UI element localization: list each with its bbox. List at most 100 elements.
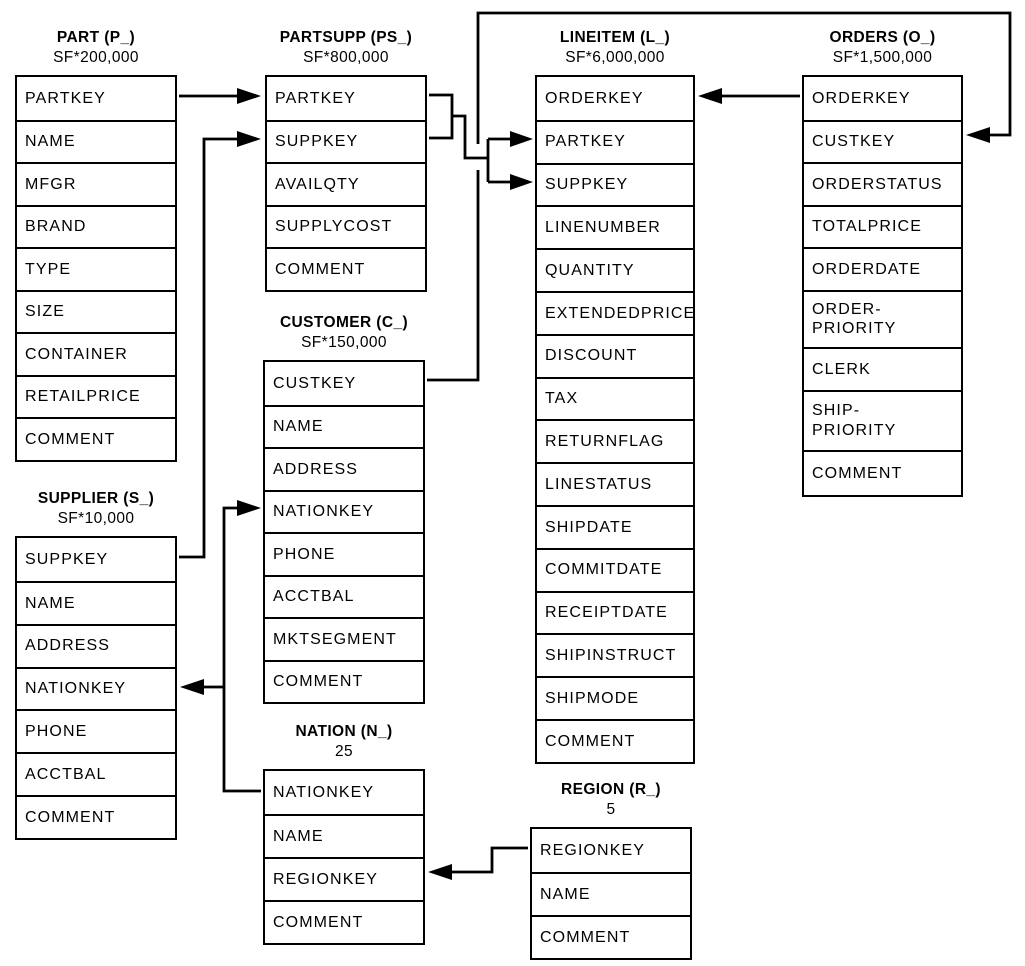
column-row-suppkey: SUPPKEY xyxy=(537,162,693,206)
column-row-acctbal: ACCTBAL xyxy=(17,752,175,795)
table-partsupp-title: PARTSUPP (PS_) xyxy=(279,29,413,46)
table-partsupp: PARTSUPP (PS_) SF*800,000 PARTKEY SUPPKEY… xyxy=(265,28,427,292)
table-orders: ORDERS (O_) SF*1,500,000 ORDERKEY CUSTKEY… xyxy=(802,28,963,497)
column-row-quantity: QUANTITY xyxy=(537,248,693,291)
column-row-type: TYPE xyxy=(17,247,175,290)
arrowhead xyxy=(428,864,452,880)
column-row-suppkey: SUPPKEY xyxy=(267,119,425,163)
column-row-totalprice: TOTALPRICE xyxy=(804,204,961,248)
column-row-orderkey: ORDERKEY xyxy=(545,89,644,107)
table-region-cardinality: 5 xyxy=(606,801,616,818)
column-row-commitdate: COMMITDATE xyxy=(537,547,693,591)
arrow-region-nation xyxy=(452,846,528,874)
table-part-title: PART (P_) xyxy=(56,29,136,46)
column-row-partkey: PARTKEY xyxy=(537,119,693,163)
arrowhead xyxy=(698,88,722,104)
column-row-partkey: PARTKEY xyxy=(275,89,356,107)
arrow-customer-orders xyxy=(427,11,1012,382)
column-row-phone: PHONE xyxy=(17,709,175,752)
column-row-orderdate: ORDERDATE xyxy=(804,247,961,290)
arrowhead xyxy=(966,127,990,143)
column-row-comment: COMMENT xyxy=(265,900,423,943)
column-row-regionkey: REGIONKEY xyxy=(540,841,646,859)
column-row-comment: COMMENT xyxy=(537,718,693,762)
column-row-nationkey: NATIONKEY xyxy=(273,783,375,801)
column-row-supplycost: SUPPLYCOST xyxy=(267,204,425,248)
table-orders-title: ORDERS (O_) xyxy=(829,29,936,46)
arrow-nation-customer xyxy=(222,506,261,793)
table-nation-title: NATION (N_) xyxy=(295,723,393,740)
column-row-phone: PHONE xyxy=(265,532,423,575)
arrowhead xyxy=(510,131,533,147)
table-part-cardinality: SF*200,000 xyxy=(53,49,139,66)
column-row-mfgr: MFGR xyxy=(17,162,175,205)
column-row-name: NAME xyxy=(265,814,423,857)
column-row-mktsegment: MKTSEGMENT xyxy=(265,617,423,660)
arrow-supplier-partsupp xyxy=(179,137,237,559)
column-row-nationkey: NATIONKEY xyxy=(265,489,423,533)
column-row-retailprice: RETAILPRICE xyxy=(17,374,175,418)
column-row-acctbal: ACCTBAL xyxy=(265,574,423,618)
column-row-extendedprice: EXTENDEDPRICE xyxy=(537,290,693,334)
table-customer-cardinality: SF*150,000 xyxy=(301,334,387,351)
table-supplier-title: SUPPLIER (S_) xyxy=(37,490,155,507)
table-orders-cardinality: SF*1,500,000 xyxy=(832,49,933,66)
table-region-title: REGION (R_) xyxy=(561,781,661,798)
table-partsupp-cardinality: SF*800,000 xyxy=(303,49,389,66)
column-row-linestatus: LINESTATUS xyxy=(537,462,693,505)
table-nation-cardinality: 25 xyxy=(334,743,354,760)
column-row-regionkey: REGIONKEY xyxy=(265,857,423,900)
column-row-tax: TAX xyxy=(537,376,693,420)
arrowhead xyxy=(237,131,261,147)
column-row-availqty: AVAILQTY xyxy=(267,162,425,205)
column-row-comment: COMMENT xyxy=(804,449,961,495)
column-row-clerk: CLERK xyxy=(804,346,961,390)
column-row-custkey: CUSTKEY xyxy=(804,119,961,163)
column-row-name: NAME xyxy=(265,404,423,448)
column-row-comment: COMMENT xyxy=(17,795,175,838)
column-row-comment: COMMENT xyxy=(267,247,425,290)
column-row-shipdate: SHIPDATE xyxy=(537,504,693,548)
column-row-linenumber: LINENUMBER xyxy=(537,205,693,248)
column-row-name: NAME xyxy=(17,119,175,163)
column-row-address: ADDRESS xyxy=(265,447,423,490)
arrowhead xyxy=(237,500,261,516)
column-row-orderstatus: ORDERSTATUS xyxy=(804,162,961,205)
column-row-discount: DISCOUNT xyxy=(537,333,693,377)
table-lineitem-cardinality: SF*6,000,000 xyxy=(565,49,665,66)
column-row-custkey: CUSTKEY xyxy=(273,374,357,392)
arrowhead xyxy=(510,174,533,190)
column-row-container: CONTAINER xyxy=(17,332,175,375)
arrowhead xyxy=(180,679,204,695)
column-row-comment: COMMENT xyxy=(17,417,175,460)
arrowhead xyxy=(237,88,261,104)
column-row-name: NAME xyxy=(17,580,175,624)
arrow-partsupp-lineitem xyxy=(429,93,510,184)
column-row-order-priority: ORDER- PRIORITY xyxy=(804,289,961,347)
column-row-shipmode: SHIPMODE xyxy=(537,676,693,719)
column-row-returnflag: RETURNFLAG xyxy=(537,419,693,462)
column-row-partkey: PARTKEY xyxy=(25,89,106,107)
column-row-shipinstruct: SHIPINSTRUCT xyxy=(537,633,693,676)
column-row-brand: BRAND xyxy=(17,204,175,248)
table-supplier-cardinality: SF*10,000 xyxy=(57,510,135,527)
column-row-suppkey: SUPPKEY xyxy=(25,550,109,568)
column-row-address: ADDRESS xyxy=(17,623,175,667)
column-row-orderkey: ORDERKEY xyxy=(812,89,911,107)
column-row-receiptdate: RECEIPTDATE xyxy=(537,590,693,634)
